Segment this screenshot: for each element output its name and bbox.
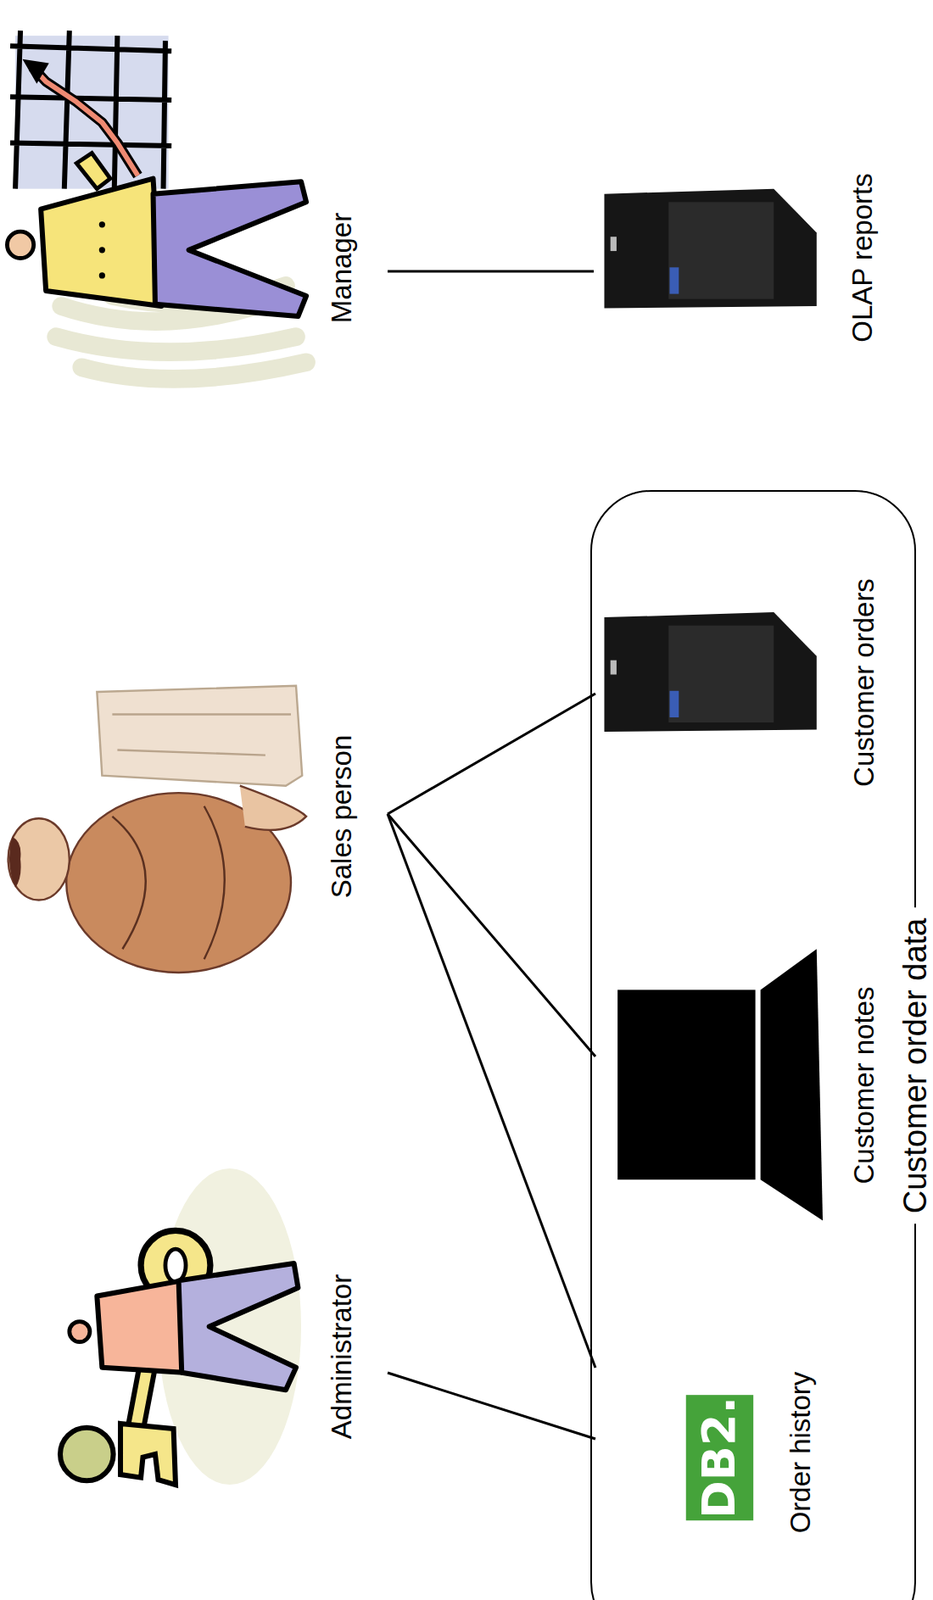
administrator-head (69, 1322, 90, 1343)
sales-hand (240, 786, 307, 831)
shirt-button (99, 246, 106, 253)
sales-person-figure (8, 686, 307, 973)
server-node: OLAP reports (593, 163, 883, 352)
chart-arrowhead (22, 59, 49, 84)
connector-line (387, 693, 596, 815)
key-hole (165, 1249, 186, 1283)
shirt-button (99, 221, 106, 228)
person-node: Manager (0, 20, 388, 393)
key-ball (60, 1428, 114, 1482)
manager-head (6, 231, 34, 258)
administrator-figure (60, 1168, 302, 1486)
connector-line (387, 814, 596, 1057)
manager-pants (153, 181, 308, 317)
server-badge (610, 236, 617, 252)
shirt-button (99, 272, 106, 279)
server-body (603, 189, 816, 309)
laptop-icon (617, 949, 823, 1221)
server-body (603, 612, 816, 732)
chart-board (15, 35, 169, 190)
group-heading: Customer order data (896, 908, 933, 1225)
node-label: Sales person (326, 735, 358, 900)
node-label: Customer notes (849, 987, 880, 1185)
connector-line (387, 1373, 596, 1440)
person-node: Administrator (61, 1163, 388, 1501)
server-icon (603, 189, 816, 309)
server-light (669, 267, 679, 294)
db2-logo (686, 1395, 754, 1521)
manager-shirt (40, 178, 162, 307)
server-node: Customer orders (595, 568, 885, 799)
laptop-base (760, 949, 823, 1221)
sales-head (8, 818, 70, 900)
node-label: OLAP reports (847, 173, 878, 342)
connector-line (387, 814, 596, 1369)
group-box: Customer order dataOrder historyCustomer… (590, 490, 917, 1600)
laptop-screen (617, 989, 755, 1180)
chart-grid (10, 30, 172, 190)
server-light (669, 691, 679, 718)
connector-line (387, 270, 594, 274)
server-badge (610, 660, 617, 676)
manager-figure (6, 30, 307, 380)
manager-arm (76, 153, 111, 190)
sales-hair (9, 837, 22, 889)
sales-legs (96, 686, 302, 787)
administrator-pants (178, 1263, 299, 1391)
trouser-crease (111, 714, 291, 755)
jacket-fold (111, 806, 224, 961)
motion-squiggle (158, 1168, 302, 1486)
server-panel (668, 201, 774, 299)
logo-text: DB2. (696, 1396, 743, 1520)
node-label: Customer orders (849, 578, 880, 788)
key-bit (120, 1424, 176, 1486)
person-node: Sales person (0, 683, 388, 970)
node-label: Order history (785, 1372, 816, 1535)
node-label: Manager (326, 212, 358, 324)
administrator-body (96, 1280, 184, 1373)
server-panel (668, 625, 774, 723)
node-label: Administrator (326, 1274, 358, 1440)
server-icon (603, 612, 816, 732)
laptop-node: Customer notes (595, 950, 885, 1222)
